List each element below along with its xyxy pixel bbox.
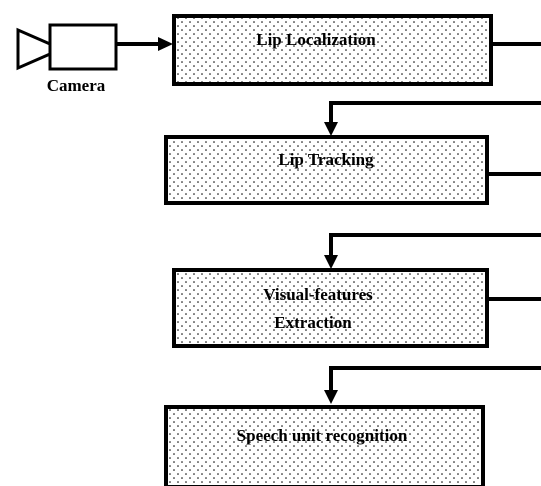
lip-tracking-block: Lip Tracking: [164, 135, 489, 205]
camera-label: Camera: [47, 76, 106, 95]
localization-to-tracking-connector: [324, 42, 541, 136]
lip-tracking-label: Lip Tracking: [278, 150, 374, 169]
lip-localization-label: Lip Localization: [256, 30, 376, 49]
lip-localization-block: Lip Localization: [172, 14, 493, 86]
visual-features-label-line1: Visual-features: [263, 285, 373, 304]
video-camera-icon: [16, 23, 118, 71]
visual-features-extraction-block: Visual-features Extraction: [172, 268, 489, 348]
camera-to-localization-arrow: [116, 37, 173, 51]
speech-unit-recognition-label: Speech unit recognition: [237, 426, 408, 445]
features-to-recognition-connector: [324, 297, 541, 404]
visual-features-label-line2: Extraction: [274, 313, 352, 332]
tracking-to-features-connector: [324, 172, 541, 269]
speech-unit-recognition-block: Speech unit recognition: [164, 405, 485, 486]
